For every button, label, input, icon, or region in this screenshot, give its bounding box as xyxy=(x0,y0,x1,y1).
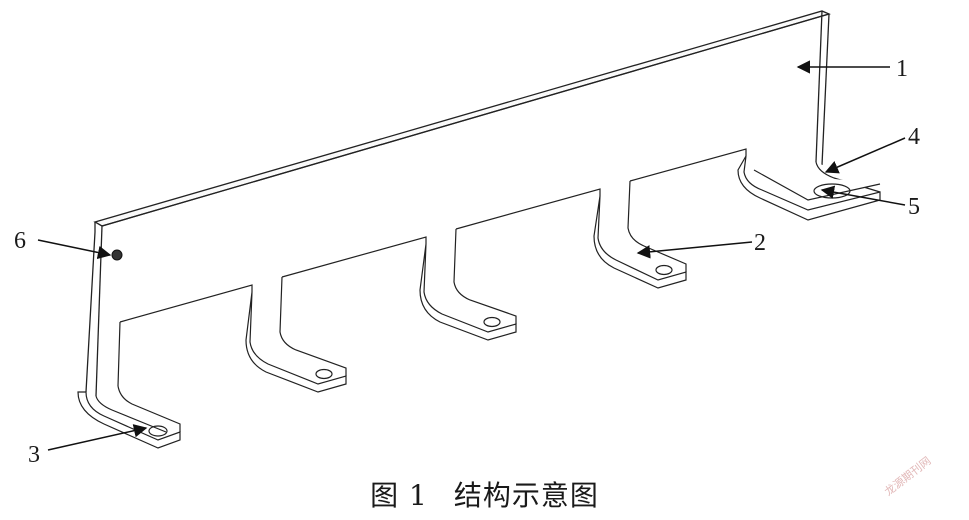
callout-3: 3 xyxy=(28,442,40,468)
main-plate xyxy=(85,10,831,397)
plate-lower-edge xyxy=(117,148,747,387)
callout-5: 5 xyxy=(908,194,920,220)
figure-title: 结构示意图 xyxy=(453,479,599,512)
callout-1: 1 xyxy=(896,56,908,82)
tab-3 xyxy=(419,228,517,341)
tab-5 xyxy=(737,155,881,221)
fastener-6 xyxy=(111,249,123,261)
figure-number: 图 1 xyxy=(370,479,428,512)
leader-lines xyxy=(37,60,906,451)
callout-6: 6 xyxy=(14,228,26,254)
tab-4 xyxy=(593,180,687,289)
callout-4: 4 xyxy=(908,124,920,150)
callout-2: 2 xyxy=(754,230,766,256)
figure-caption: 图 1 结构示意图 xyxy=(0,474,969,514)
tab-2 xyxy=(245,276,347,393)
tab-1 xyxy=(77,385,181,449)
structure-diagram: 1 2 3 4 5 6 xyxy=(14,10,920,468)
